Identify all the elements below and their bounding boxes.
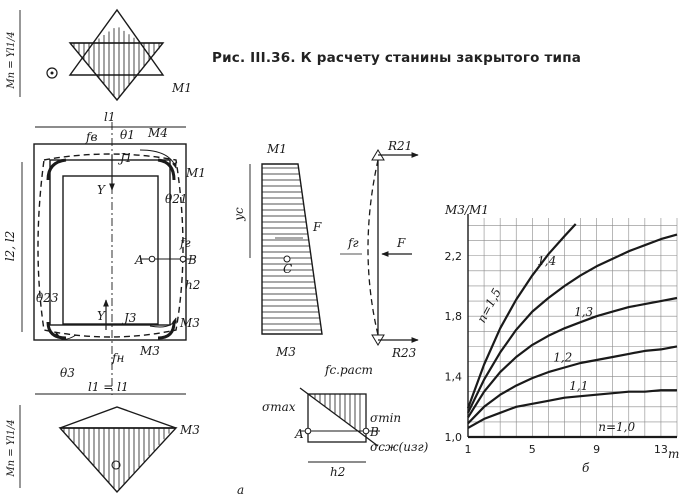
fr-col-label: fг <box>347 236 359 250</box>
x-tick-label: 1 <box>465 443 472 456</box>
c-label: C <box>283 262 292 276</box>
r21-label: R21 <box>387 139 412 153</box>
figure-caption: Рис. III.36. К расчету станины закрытого… <box>212 50 582 66</box>
m1-col-label: M1 <box>266 142 287 156</box>
frame-inner-wall <box>49 159 171 326</box>
m3-bottom-label: M3 <box>179 423 200 437</box>
y-tick-label: 1,0 <box>445 431 463 444</box>
fn-label: fн <box>111 351 124 365</box>
bottom-moment-epure <box>58 406 178 494</box>
h2-section-label: h2 <box>330 465 345 479</box>
series-label: n=1,5 <box>474 286 504 325</box>
m1-top-label: M1 <box>171 81 192 95</box>
mp-top-label: Mп = Yl1/4 <box>6 31 17 89</box>
m3-corner-label: M3 <box>179 316 200 330</box>
mp-bottom-label: Mп = Yl1/4 <box>6 419 17 477</box>
top-moment-epure <box>46 8 165 102</box>
series-line <box>466 223 577 409</box>
x-axis-label: m <box>668 447 679 461</box>
frame-window <box>62 175 159 325</box>
series-label: 1,4 <box>537 254 556 268</box>
f-col-label: F <box>312 220 322 234</box>
series-line <box>467 345 678 425</box>
f-force-label: F <box>396 236 406 250</box>
fb-label: fв <box>85 130 97 144</box>
theta21-label: θ21 <box>165 192 188 206</box>
l1-top-label: l1 <box>104 110 115 124</box>
l1-bottom-label: l1 = l1 <box>88 380 129 394</box>
x-tick-label: 5 <box>529 443 536 456</box>
j3-label: J3 <box>121 311 137 325</box>
part-a-label: а <box>237 483 244 497</box>
b-frame-label: B <box>187 253 197 267</box>
stress-section: fc.раст σmax A B σmin σсж(изг) h2 <box>262 363 429 479</box>
y-tick-label: 1,8 <box>445 310 463 323</box>
fc-rast-label: fc.раст <box>324 363 373 377</box>
theta3-label: θ3 <box>60 366 75 380</box>
m3-mid-label: M3 <box>139 344 160 358</box>
frame-diagram: Mп = Yl1/4 Mп = Yl1/4 M1 M3 l1 l1 = l1 f… <box>3 8 244 497</box>
deformed-frame <box>37 153 184 338</box>
sigma-min-label: σmin <box>370 411 401 425</box>
r23-label: R23 <box>391 346 417 360</box>
part-b-label: б <box>582 461 590 475</box>
series-line <box>467 389 677 429</box>
a-frame-label: A <box>134 253 144 267</box>
y-top-label: Y <box>97 183 106 197</box>
x-tick-label: 13 <box>654 443 668 456</box>
ratio-chart: 1 5 9 13 1,0 1,4 1,8 2,2 M3/M1 m n=1,5 1,4 1,3 1,2 1,1… <box>444 203 679 461</box>
series-line <box>467 296 678 418</box>
m1-frame-label: M1 <box>185 166 206 180</box>
yc-label: yc <box>232 207 246 222</box>
a-section-label: A <box>294 427 304 441</box>
theta1-label: θ1 <box>120 128 135 142</box>
h2-frame-label: h2 <box>185 278 200 292</box>
sigma-max-label: σmax <box>262 400 296 414</box>
x-tick-label: 9 <box>593 443 600 456</box>
y-tick-label: 2,2 <box>445 250 463 263</box>
column-deflection: R21 R23 fг F <box>340 139 419 360</box>
m4-label: M4 <box>147 126 168 140</box>
j1-label: J1 <box>117 151 132 165</box>
series-line <box>467 233 678 414</box>
y-tick-label: 1,4 <box>445 371 463 384</box>
b-section-label: B <box>369 425 379 439</box>
series-label: 1,2 <box>553 350 572 364</box>
series-label: 1,3 <box>574 305 593 319</box>
frame-outer <box>33 143 187 341</box>
series-label: n=1,0 <box>598 420 635 434</box>
theta23-label: θ23 <box>36 291 59 305</box>
y-axis-label: M3/M1 <box>444 203 489 217</box>
column-moment-diagram: M1 M3 yc F C <box>232 142 323 359</box>
sigma-szh-label: σсж(изг) <box>370 440 429 454</box>
series-label: 1,1 <box>569 379 588 393</box>
m3-col-label: M3 <box>275 345 296 359</box>
fr-frame-label: fг <box>179 236 191 250</box>
l2-label: l2, l2 <box>3 231 17 262</box>
y-bottom-label: Y <box>97 309 106 323</box>
